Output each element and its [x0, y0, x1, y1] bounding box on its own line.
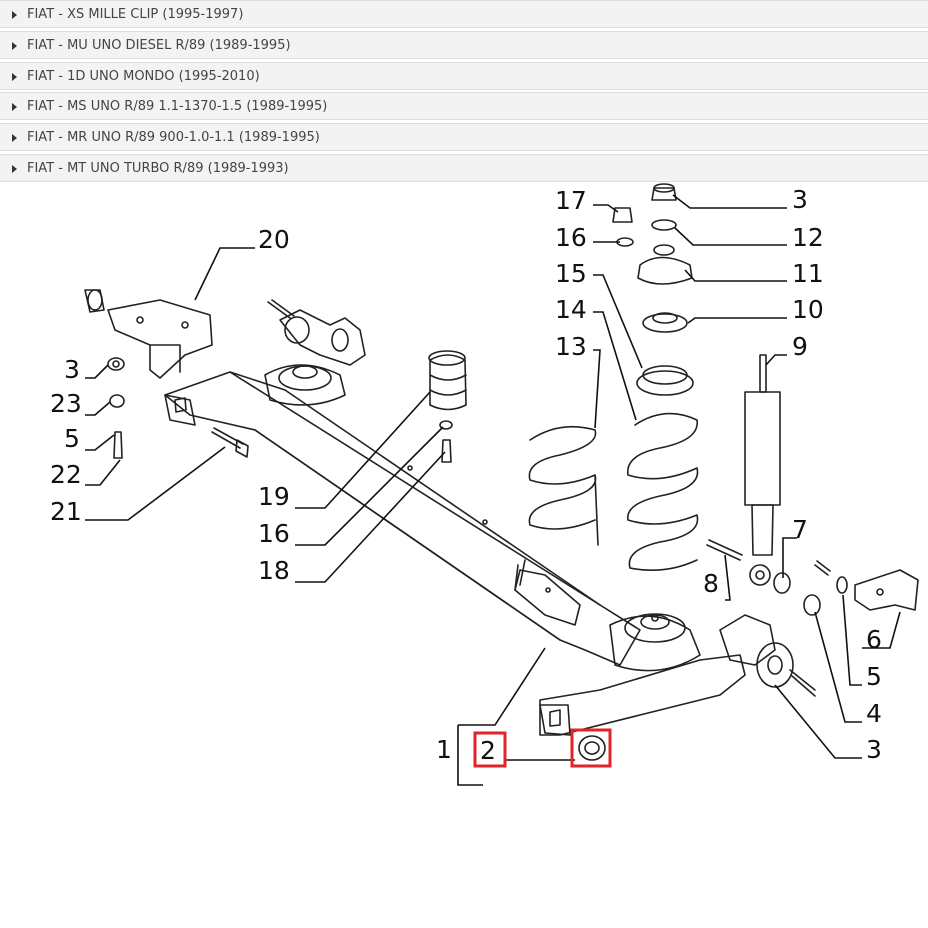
left-hardware-drawing	[107, 357, 249, 459]
callout-labels: 20 3 23 5 22 21 19 16 18 13 14 15 16 17 …	[50, 185, 882, 765]
spring-seat-drawing	[612, 183, 694, 396]
accordion-item-mu-uno-diesel[interactable]: FIAT - MU UNO DIESEL R/89 (1989-1995)	[0, 30, 928, 59]
callout-17: 17	[555, 186, 587, 215]
callout-10: 10	[792, 295, 824, 324]
callout-16-upper: 16	[555, 223, 587, 252]
accordion-item-label: FIAT - MU UNO DIESEL R/89 (1989-1995)	[27, 37, 291, 53]
accordion-item-mr-uno[interactable]: FIAT - MR UNO R/89 900-1.0-1.1 (1989-199…	[0, 123, 928, 152]
callout-14: 14	[555, 295, 587, 324]
callout-3-top: 3	[792, 185, 808, 214]
caret-right-icon	[12, 164, 17, 173]
callout-1: 1	[436, 735, 452, 764]
leader-lines	[85, 194, 901, 786]
callout-6: 6	[866, 625, 882, 654]
caret-right-icon	[12, 41, 17, 50]
callout-16-lower: 16	[258, 519, 290, 548]
caret-right-icon	[12, 103, 17, 112]
callout-4: 4	[866, 699, 882, 728]
coil-spring-14-drawing	[627, 412, 699, 572]
accordion-item-xs-mille-clip[interactable]: FIAT - XS MILLE CLIP (1995-1997)	[0, 0, 928, 28]
callout-18: 18	[258, 556, 290, 585]
callout-23: 23	[50, 389, 82, 418]
accordion-item-label: FIAT - 1D UNO MONDO (1995-2010)	[27, 68, 260, 84]
callout-5-right: 5	[866, 662, 882, 691]
callout-21: 21	[50, 497, 82, 526]
callout-3-left: 3	[64, 355, 80, 384]
accordion-item-mt-uno-turbo[interactable]: FIAT - MT UNO TURBO R/89 (1989-1993)	[0, 153, 928, 182]
caret-right-icon	[12, 134, 17, 143]
callout-13: 13	[555, 332, 587, 361]
right-hardware-drawing	[803, 560, 919, 616]
accordion-item-label: FIAT - MT UNO TURBO R/89 (1989-1993)	[27, 160, 289, 176]
accordion-item-ms-uno[interactable]: FIAT - MS UNO R/89 1.1-1370-1.5 (1989-19…	[0, 92, 928, 121]
accordion-item-label: FIAT - MR UNO R/89 900-1.0-1.1 (1989-199…	[27, 130, 320, 146]
vehicle-accordion: FIAT - XS MILLE CLIP (1995-1997) FIAT - …	[0, 0, 928, 185]
rear-suspension-parts-diagram: 20 3 23 5 22 21 19 16 18 13 14 15 16 17 …	[50, 183, 919, 786]
bushing-part-2-drawing	[578, 735, 606, 761]
callout-19: 19	[258, 482, 290, 511]
shock-absorber-drawing	[706, 354, 791, 594]
coil-spring-13-drawing	[528, 425, 599, 546]
callout-22: 22	[50, 460, 82, 489]
callout-7: 7	[792, 515, 808, 544]
part-2-drawing-highlight[interactable]	[570, 728, 612, 768]
callout-9: 9	[792, 332, 808, 361]
callout-2: 2	[480, 736, 496, 765]
callout-3-right: 3	[866, 735, 882, 764]
callout-5-left: 5	[64, 424, 80, 453]
caret-right-icon	[12, 11, 17, 19]
accordion-item-label: FIAT - XS MILLE CLIP (1995-1997)	[27, 7, 244, 22]
caret-right-icon	[12, 72, 17, 81]
callout-12: 12	[792, 223, 824, 252]
callout-11: 11	[792, 259, 824, 288]
callout-8: 8	[703, 569, 719, 598]
bump-stop-drawing	[428, 350, 467, 463]
accordion-item-1d-uno-mondo[interactable]: FIAT - 1D UNO MONDO (1995-2010)	[0, 61, 928, 90]
callout-20: 20	[258, 225, 290, 254]
callout-15: 15	[555, 259, 587, 288]
part-2-label-highlight[interactable]	[473, 731, 507, 768]
accordion-item-label: FIAT - MS UNO R/89 1.1-1370-1.5 (1989-19…	[27, 99, 328, 115]
axle-beam-drawing	[164, 299, 816, 736]
mount-bracket-drawing	[84, 289, 213, 379]
